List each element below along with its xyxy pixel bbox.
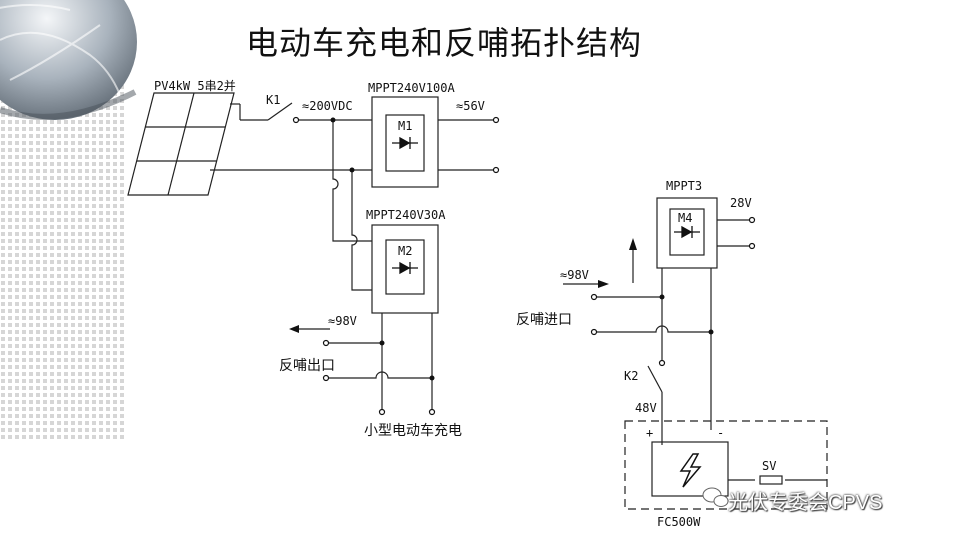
m4-label: M4 [678, 211, 692, 225]
plus-label: + [646, 426, 653, 440]
voltage-28-label: 28V [730, 196, 752, 210]
page-title: 电动车充电和反哺拓扑结构 [246, 24, 643, 62]
mppt2-box [371, 224, 439, 314]
globe-icon [0, 0, 137, 120]
mppt3-box [656, 197, 718, 269]
mppt1-label: MPPT240V100A [368, 81, 455, 95]
voltage-98-left-label: ≈98V [328, 314, 357, 328]
k1-label: K1 [266, 93, 280, 107]
k2-label: K2 [624, 369, 638, 383]
voltage-56-label: ≈56V [456, 99, 485, 113]
dashed-enclosure [624, 420, 828, 510]
m1-module [385, 114, 425, 172]
voltage-200-label: ≈200VDC [302, 99, 353, 113]
voltage-98-right-label: ≈98V [560, 268, 589, 282]
fc-label: FC500W [657, 515, 701, 529]
dotted-background [0, 60, 125, 440]
pv-label: PV4kW 5串2并 [154, 79, 236, 93]
fc-box [651, 441, 729, 497]
small-ev-label: 小型电动车充电 [364, 422, 462, 439]
mppt3-label: MPPT3 [666, 179, 702, 193]
terminals [292, 116, 756, 416]
arrow-left-icon [289, 325, 299, 333]
mppt2-label: MPPT240V30A [366, 208, 446, 222]
voltage-48-label: 48V [635, 401, 657, 415]
arrow-right-icon [598, 280, 609, 288]
minus-label: - [717, 426, 724, 440]
k2-switch [647, 365, 663, 393]
m1-label: M1 [398, 119, 412, 133]
sv-valve [759, 475, 783, 485]
k1-switch [267, 102, 293, 121]
m2-module [385, 239, 425, 295]
lightning-icon [679, 453, 702, 488]
outlet-label: 反哺出口 [279, 358, 335, 374]
sv-label: SV [762, 459, 776, 473]
diode-icon [392, 136, 700, 275]
m4-module [669, 208, 705, 256]
junction-dots [330, 117, 714, 381]
m2-label: M2 [398, 244, 412, 258]
wechat-icon [702, 487, 729, 507]
pv-panel [127, 92, 235, 196]
mppt1-box [371, 96, 439, 188]
arrow-up-icon [629, 238, 637, 250]
inlet-label: 反哺进口 [516, 312, 572, 328]
watermark: 光伏专委会CPVS [728, 492, 883, 514]
